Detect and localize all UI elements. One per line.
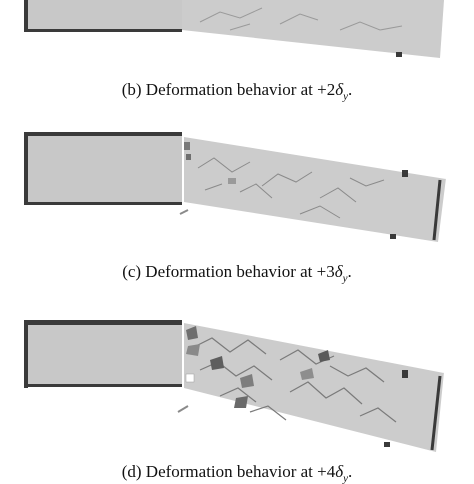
panel-b-caption-suffix: . — [348, 80, 353, 99]
panel-c-top-plate — [24, 132, 182, 136]
panel-c-caption-symbol: δ — [334, 262, 343, 281]
panel-d-void — [185, 373, 195, 383]
panel-d-model — [24, 320, 445, 452]
panel-d-top-plate — [24, 320, 182, 325]
panel-d-caption-symbol: δ — [335, 462, 344, 481]
panel-d-spall-2 — [186, 344, 200, 356]
panel-b-image — [0, 0, 474, 60]
panel-b-left-edge — [24, 0, 28, 32]
panel-c-spall-3 — [228, 178, 236, 184]
panel-d-marker-top — [402, 370, 408, 378]
panel-d-bottom-plate — [24, 384, 182, 387]
panel-c-debris — [179, 209, 189, 215]
panel-c-model — [24, 132, 447, 242]
panel-b-model — [24, 0, 444, 58]
panel-b-caption: (b) Deformation behavior at +2δy. — [0, 80, 474, 102]
panel-b-beam — [182, 0, 444, 58]
panel-d-spall-4 — [240, 374, 254, 388]
panel-b-cracks — [199, 7, 403, 31]
panel-d-debris — [177, 405, 189, 413]
panel-c-marker-bottom — [390, 234, 396, 239]
panel-d-left-edge — [24, 320, 28, 388]
panel-c-caption: (c) Deformation behavior at +3δy. — [0, 262, 474, 284]
panel-c-bottom-plate — [24, 202, 182, 205]
panel-d-image — [0, 316, 474, 456]
panel-b-caption-text: (b) Deformation behavior at +2 — [121, 80, 336, 99]
panel-b-caption-symbol: δ — [335, 80, 344, 99]
panel-c-spall-2 — [186, 154, 191, 160]
panel-d-caption: (d) Deformation behavior at +4δy. — [0, 462, 474, 484]
panel-c-caption-text: (c) Deformation behavior at +3 — [122, 262, 335, 281]
panel-d-spall-5 — [234, 396, 248, 408]
panel-d-caption-text: (d) Deformation behavior at +4 — [121, 462, 336, 481]
panel-c-cracks — [197, 157, 385, 219]
panel-c-beam-end-plate — [432, 179, 442, 241]
panel-d-caption-suffix: . — [348, 462, 353, 481]
panel-b-marker — [396, 52, 402, 57]
panel-d-spall-1 — [186, 326, 198, 340]
panel-d-cracks — [195, 337, 397, 423]
panel-d-spall-6 — [300, 368, 314, 380]
panel-b-fixed-block — [26, 0, 182, 30]
panel-b-caption-subscript: y — [343, 90, 349, 103]
panel-c-marker-top — [402, 170, 408, 177]
panel-d-spall-3 — [210, 356, 224, 370]
panel-c-spall-1 — [184, 142, 190, 150]
panel-c-left-edge — [24, 132, 28, 204]
panel-d-fixed-block — [26, 325, 182, 385]
panel-d-spall-7 — [318, 350, 330, 362]
panel-c-caption-subscript: y — [342, 272, 348, 285]
panel-c-caption-suffix: . — [347, 262, 352, 281]
panel-d-beam-top-edge — [183, 321, 445, 373]
panel-c-image — [0, 128, 474, 246]
panel-b-bottom-plate — [24, 29, 182, 32]
panel-c-fixed-block — [26, 136, 182, 202]
panel-c-beam — [184, 136, 446, 242]
panel-d-beam-end-plate — [430, 375, 442, 451]
panel-d-marker-bottom — [384, 442, 390, 447]
